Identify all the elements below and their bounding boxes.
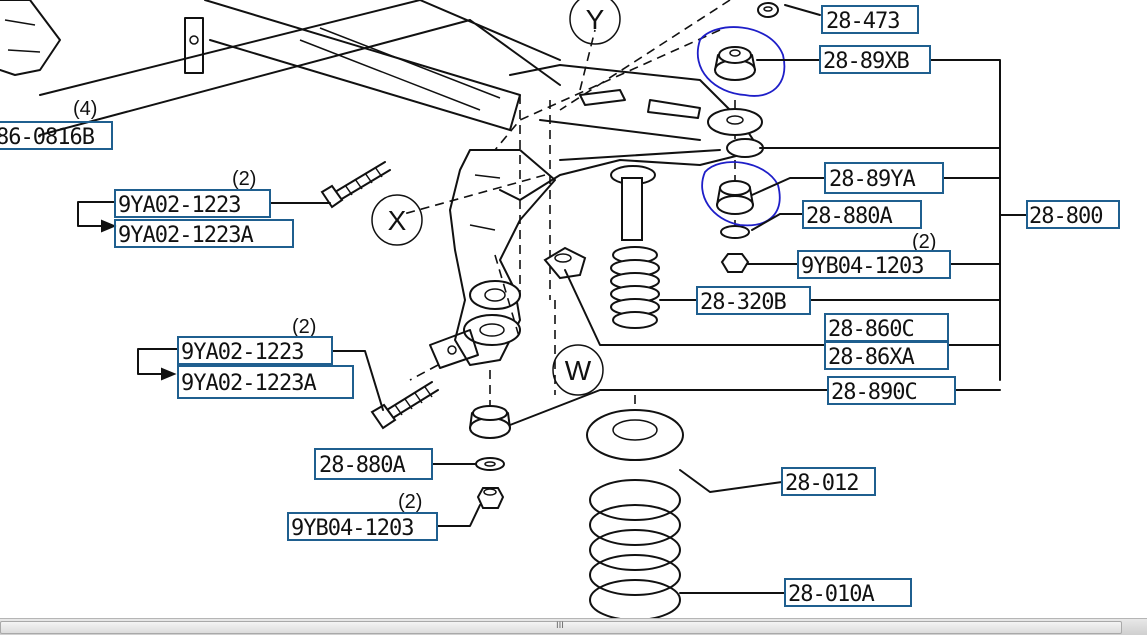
svg-text:9YB04-1203: 9YB04-1203 xyxy=(291,516,413,541)
rear-suspension-exploded-diagram: Y X W xyxy=(0,0,1120,618)
part-label-9YA02-1223A-lower[interactable]: 9YA02-1223A xyxy=(177,365,354,399)
part-label-28-320B[interactable]: 28-320B xyxy=(696,286,811,315)
qty-upper-nut: (2) xyxy=(912,231,936,253)
svg-text:28-473: 28-473 xyxy=(826,9,899,34)
svg-text:28-320B: 28-320B xyxy=(700,290,786,315)
subframe-drawing xyxy=(0,0,761,430)
qty-upper-bolt: (2) xyxy=(232,168,256,190)
part-label-9YA02-1223-lower[interactable]: 9YA02-1223 xyxy=(177,336,333,365)
svg-text:9YA02-1223A: 9YA02-1223A xyxy=(118,223,253,248)
svg-text:86-0816B: 86-0816B xyxy=(0,125,95,150)
scrollbar-grip: III xyxy=(556,621,564,631)
svg-text:28-800: 28-800 xyxy=(1029,204,1102,229)
svg-text:9YA02-1223A: 9YA02-1223A xyxy=(181,371,316,396)
svg-text:28-89XB: 28-89XB xyxy=(823,49,909,74)
callout-x-label: X xyxy=(388,205,407,236)
callout-y: Y xyxy=(569,0,621,45)
handwritten-circle-mark xyxy=(701,161,781,227)
svg-text:9YA02-1223: 9YA02-1223 xyxy=(118,193,240,218)
svg-text:9YB04-1203: 9YB04-1203 xyxy=(801,254,923,279)
part-label-9YA02-1223-upper[interactable]: 9YA02-1223 xyxy=(114,189,271,218)
shock-absorber-drawing xyxy=(469,46,764,509)
horizontal-scrollbar[interactable]: III xyxy=(0,618,1147,635)
qty-86-0816B: (4) xyxy=(73,98,97,120)
part-label-28-880A-upper[interactable]: 28-880A xyxy=(802,200,922,229)
bolts-drawing xyxy=(320,161,439,430)
part-label-86-0816B[interactable]: 86-0816B xyxy=(0,121,113,150)
svg-text:28-89YA: 28-89YA xyxy=(829,167,915,192)
leader-lines xyxy=(77,4,1028,594)
part-label-28-880A-lower[interactable]: 28-880A xyxy=(314,448,433,480)
svg-text:28-890C: 28-890C xyxy=(831,380,917,405)
part-label-28-89YA[interactable]: 28-89YA xyxy=(824,162,944,194)
svg-text:28-012: 28-012 xyxy=(785,471,858,496)
part-label-9YB04-1203-upper[interactable]: 9YB04-1203 xyxy=(797,250,951,279)
svg-text:28-880A: 28-880A xyxy=(806,204,892,229)
svg-text:28-860C: 28-860C xyxy=(828,317,914,342)
part-label-28-800[interactable]: 28-800 xyxy=(1026,200,1120,229)
scrollbar-thumb[interactable]: III xyxy=(0,621,1122,634)
coil-spring-drawing xyxy=(586,409,684,618)
part-label-28-890C[interactable]: 28-890C xyxy=(827,376,956,405)
part-label-9YA02-1223A-upper[interactable]: 9YA02-1223A xyxy=(114,219,294,248)
svg-text:28-86XA: 28-86XA xyxy=(828,345,914,370)
part-label-28-860C[interactable]: 28-860C xyxy=(824,313,949,342)
callout-x: X xyxy=(371,194,423,246)
callout-w: W xyxy=(552,344,604,396)
part-label-28-010A[interactable]: 28-010A xyxy=(784,578,912,607)
grommet-28-473-drawing xyxy=(757,2,779,18)
qty-lower-bolt: (2) xyxy=(292,316,316,338)
qty-lower-nut: (2) xyxy=(398,491,422,513)
handwritten-circle-mark xyxy=(697,26,786,97)
svg-text:28-010A: 28-010A xyxy=(788,582,874,607)
svg-text:9YA02-1223: 9YA02-1223 xyxy=(181,340,303,365)
callout-w-label: W xyxy=(565,355,592,386)
part-label-28-473[interactable]: 28-473 xyxy=(821,5,919,34)
part-label-9YB04-1203-lower[interactable]: 9YB04-1203 xyxy=(287,512,438,541)
part-label-28-86XA[interactable]: 28-86XA xyxy=(824,341,949,370)
part-label-28-012[interactable]: 28-012 xyxy=(781,467,876,496)
part-label-28-89XB[interactable]: 28-89XB xyxy=(819,45,931,74)
callout-y-label: Y xyxy=(586,4,605,35)
svg-text:28-880A: 28-880A xyxy=(319,453,405,478)
